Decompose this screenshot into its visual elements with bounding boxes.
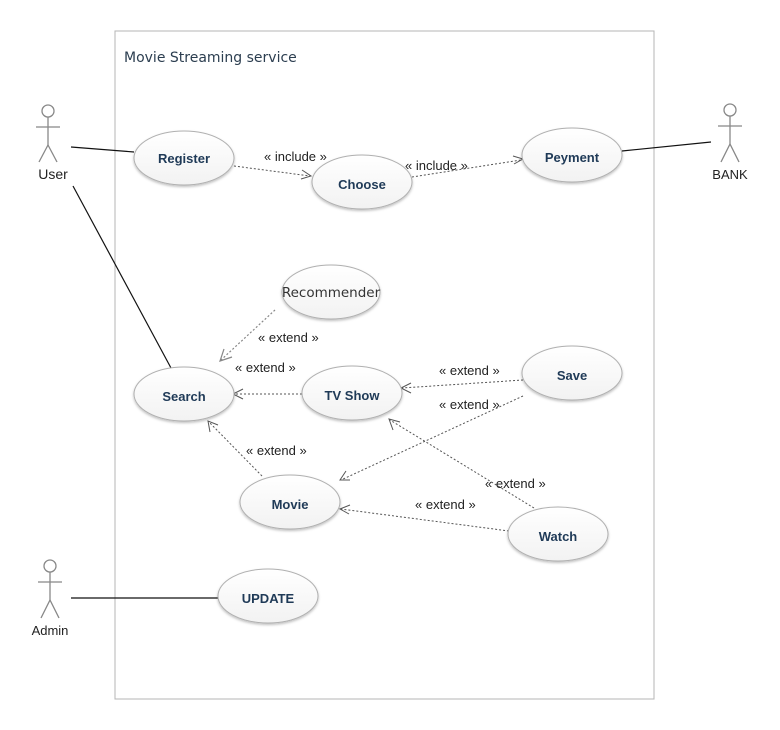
use-case-movie[interactable]: Movie [239, 474, 341, 530]
actor-admin-label: Admin [32, 623, 69, 638]
actor-user[interactable] [36, 104, 60, 163]
use-case-choose[interactable]: Choose [311, 154, 413, 210]
dependency-save-movie [339, 395, 524, 481]
label-extend-save-movie: « extend » [439, 397, 500, 412]
label-include-register-choose: « include » [264, 149, 327, 164]
label-extend-movie-search: « extend » [246, 443, 307, 458]
label-extend-save-tvshow: « extend » [439, 363, 500, 378]
use-case-watch[interactable]: Watch [507, 506, 609, 562]
label-extend-watch-tvshow: « extend » [485, 476, 546, 491]
use-case-register[interactable]: Register [133, 130, 235, 186]
system-title: Movie Streaming service [124, 50, 297, 66]
association-bank-peyment [621, 141, 712, 152]
label-extend-watch-movie: « extend » [415, 497, 476, 512]
use-case-recommender[interactable]: Recommender [281, 264, 381, 320]
use-case-update[interactable]: UPDATE [217, 568, 319, 624]
svg-text:Watch: Watch [539, 529, 578, 544]
svg-text:Search: Search [162, 389, 205, 404]
svg-text:Register: Register [158, 151, 210, 166]
label-include-choose-peyment: « include » [405, 158, 468, 173]
use-case-search[interactable]: Search [133, 366, 235, 422]
svg-text:Peyment: Peyment [545, 150, 600, 165]
actor-admin[interactable] [38, 559, 62, 619]
use-case-peyment[interactable]: Peyment [521, 127, 623, 183]
actor-user-label: User [38, 166, 68, 182]
association-user-search [72, 185, 172, 369]
svg-text:Recommender: Recommender [282, 285, 381, 301]
svg-text:TV Show: TV Show [325, 388, 381, 403]
dependency-watch-tvshow [388, 418, 535, 509]
svg-text:Movie: Movie [272, 497, 309, 512]
actor-bank-label: BANK [712, 167, 748, 182]
use-case-save[interactable]: Save [521, 345, 623, 401]
svg-text:Choose: Choose [338, 177, 386, 192]
dependency-movie-search [207, 420, 263, 477]
actor-bank[interactable] [718, 103, 742, 163]
dependency-watch-movie [338, 504, 510, 532]
label-extend-tvshow-search: « extend » [235, 360, 296, 375]
svg-text:UPDATE: UPDATE [242, 591, 295, 606]
label-extend-recommender-search: « extend » [258, 330, 319, 345]
svg-text:Save: Save [557, 368, 587, 383]
dependency-register-choose [233, 165, 313, 180]
association-user-register [70, 146, 135, 153]
dependency-recommender-search [219, 309, 276, 362]
use-case-tv-show[interactable]: TV Show [301, 365, 403, 421]
